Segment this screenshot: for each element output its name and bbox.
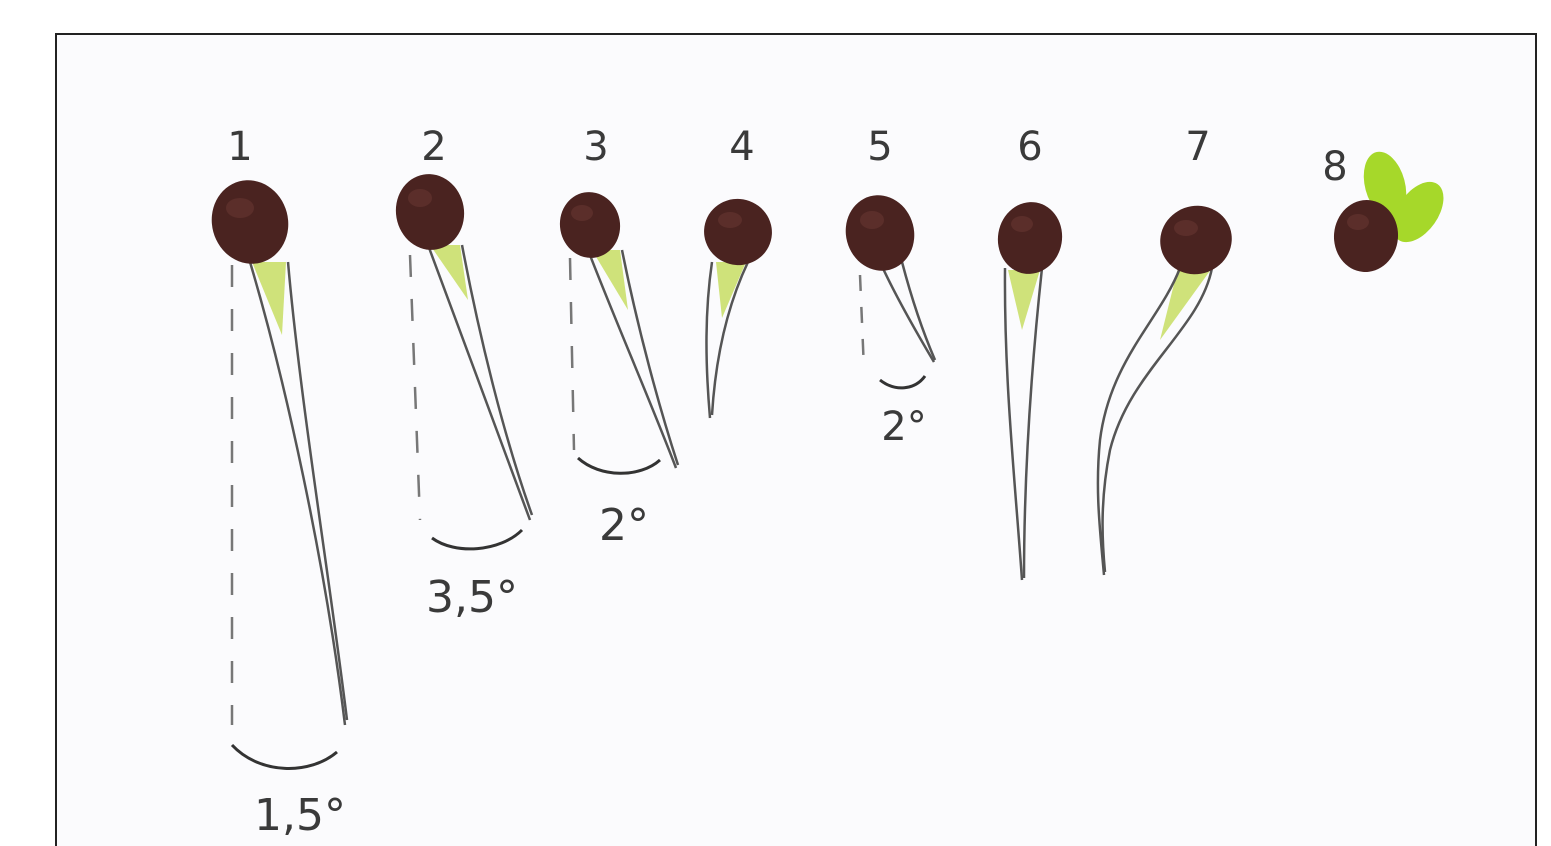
seedling-number-3: 3	[583, 124, 608, 170]
seedling-number-8: 8	[1322, 144, 1347, 190]
angle-label-5: 2°	[881, 404, 926, 450]
seedling-number-1: 1	[227, 124, 252, 170]
seed-highlight-1	[226, 198, 254, 218]
seed-highlight-4	[718, 212, 742, 228]
seed-highlight-6	[1011, 216, 1033, 232]
angle-label-2: 3,5°	[426, 572, 518, 623]
seedling-number-2: 2	[421, 124, 446, 170]
angle-label-1: 1,5°	[254, 790, 346, 841]
angle-label-3: 2°	[599, 500, 649, 551]
seed-highlight-7	[1174, 220, 1198, 236]
seed-highlight-8	[1347, 214, 1369, 230]
seedling-number-7: 7	[1185, 124, 1210, 170]
seedling-number-5: 5	[867, 124, 892, 170]
seedling-number-6: 6	[1017, 124, 1042, 170]
seed-highlight-2	[408, 189, 432, 207]
paper-background	[56, 34, 1536, 846]
seed-highlight-3	[571, 205, 593, 221]
seedling-number-4: 4	[729, 124, 754, 170]
seed-highlight-5	[860, 211, 884, 229]
